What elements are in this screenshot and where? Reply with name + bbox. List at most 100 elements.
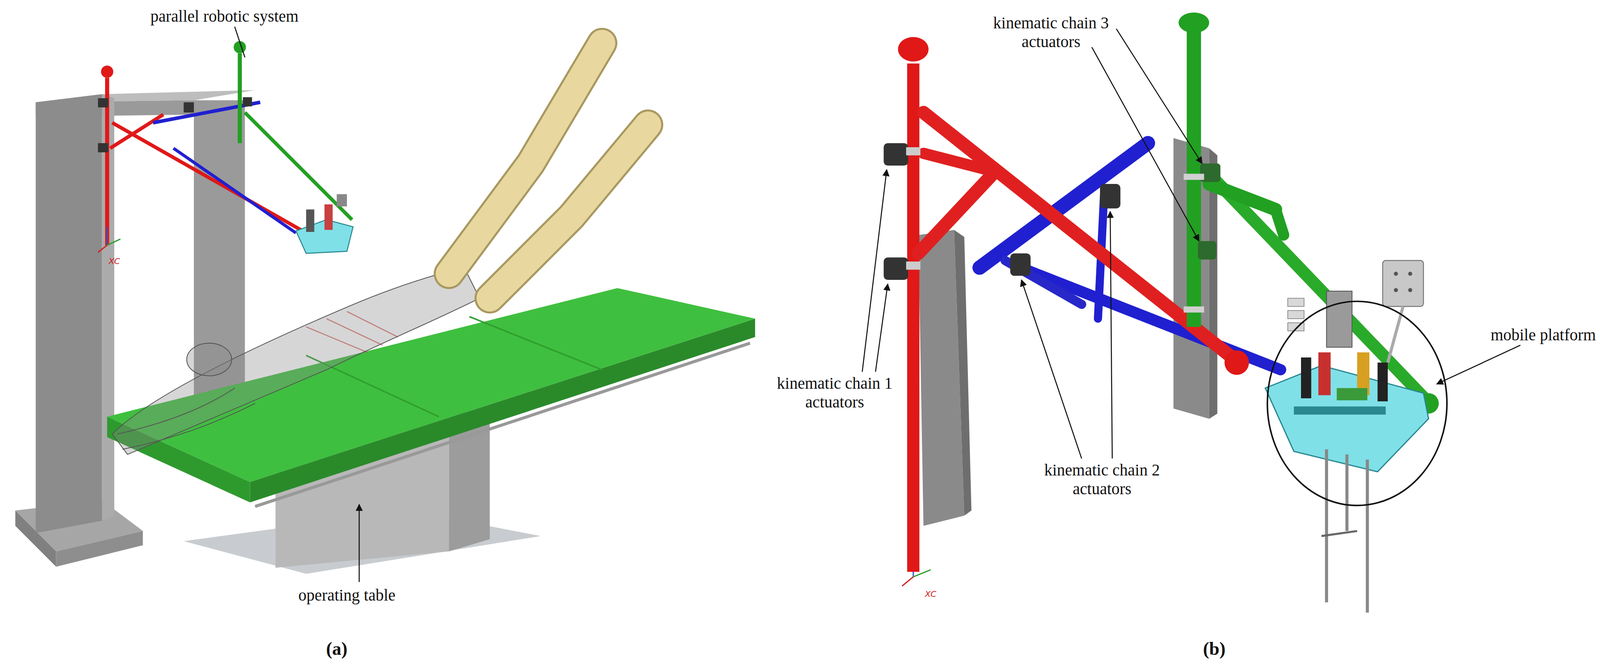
leader-line xyxy=(358,504,360,582)
robot-small xyxy=(183,102,194,113)
robot-small xyxy=(173,148,297,233)
figure-label-wrap: operating table xyxy=(298,585,396,605)
support-pillar xyxy=(15,90,256,567)
kinematic-chain-1 xyxy=(1224,350,1249,375)
robot-small xyxy=(97,98,109,108)
robot-small xyxy=(306,209,315,232)
support-pillar xyxy=(35,94,103,533)
mobile-platform xyxy=(1321,530,1358,536)
axis-label: XC xyxy=(924,589,937,599)
mobile-platform xyxy=(1336,387,1368,400)
kinematic-chain-1 xyxy=(906,63,920,572)
callout-label: kinematic chain 3 actuators xyxy=(975,13,1126,52)
leader-line xyxy=(1091,47,1199,242)
mobile-platform xyxy=(1293,406,1386,415)
mobile-platform xyxy=(1394,271,1399,277)
mobile-platform xyxy=(1265,260,1447,613)
kinematic-chain-1 xyxy=(897,37,929,62)
axis-triad xyxy=(107,238,121,246)
mobile-platform xyxy=(1287,310,1304,319)
mobile-platform xyxy=(1345,454,1349,532)
operating-table xyxy=(469,316,603,370)
mobile-platform xyxy=(1382,260,1424,307)
actuator xyxy=(906,147,921,156)
figure-label: operating table xyxy=(298,585,396,605)
patient-model xyxy=(112,267,480,455)
patient-model xyxy=(306,311,398,353)
leader-line xyxy=(234,26,245,58)
mobile-platform xyxy=(1365,459,1369,613)
support-plate xyxy=(954,229,972,516)
patient-model xyxy=(122,403,256,450)
robot-small xyxy=(244,112,352,220)
mobile-platform xyxy=(1377,362,1388,402)
axis-triad xyxy=(97,245,108,253)
mobile-platform xyxy=(1326,291,1352,348)
figure-label-wrap: parallel robotic system xyxy=(150,7,299,26)
mobile-platform xyxy=(1394,288,1399,293)
robot-small xyxy=(324,204,333,230)
mobile-platform xyxy=(1287,298,1304,307)
support-pillar xyxy=(56,530,144,567)
mobile-platform xyxy=(1408,271,1413,277)
mobile-platform xyxy=(1267,301,1447,505)
patient-model xyxy=(117,387,235,434)
axis-triad xyxy=(901,576,914,586)
patient-model xyxy=(112,42,649,455)
axis-triad xyxy=(106,226,108,246)
leader-line xyxy=(1110,211,1113,459)
kinematic-chain-2 xyxy=(979,143,1281,370)
axis-label: XC xyxy=(108,256,120,267)
robot-small xyxy=(110,114,164,149)
actuator xyxy=(883,143,909,166)
axis-label-wrap: XC xyxy=(924,589,937,599)
callout-label-wrap: kinematic chain 1 actuators xyxy=(759,374,910,412)
callout-label: mobile platform xyxy=(1490,325,1596,345)
kinematic-chain-3 xyxy=(1178,12,1439,414)
figure-label: parallel robotic system xyxy=(150,7,299,26)
panel-label: (a) xyxy=(326,638,348,660)
actuator xyxy=(1183,173,1205,181)
leader-line xyxy=(862,169,887,372)
panel-label: (b) xyxy=(1203,638,1226,660)
kinematic-chain-2 xyxy=(979,143,1148,268)
kinematic-chain-1 xyxy=(923,153,995,172)
leader-line xyxy=(875,283,888,372)
panel-label-wrap: (b) xyxy=(1203,638,1226,660)
kinematic-chain-3 xyxy=(1209,173,1427,401)
leader-line xyxy=(1021,279,1082,459)
robot-small xyxy=(242,97,252,107)
actuator xyxy=(883,257,909,280)
leader-line xyxy=(1116,28,1203,164)
actuator xyxy=(1198,241,1217,260)
actuator xyxy=(883,143,1221,313)
patient-model xyxy=(186,343,232,376)
callout-label-wrap: mobile platform xyxy=(1490,325,1596,345)
robot-small xyxy=(100,65,114,78)
robot-small xyxy=(97,40,354,254)
kinematic-chain-3 xyxy=(1275,209,1284,235)
callout-label-wrap: kinematic chain 2 actuators xyxy=(1027,460,1178,499)
robot-small xyxy=(97,143,109,153)
mobile-platform xyxy=(1325,449,1329,603)
patient-model xyxy=(449,42,603,274)
callout-label-wrap: kinematic chain 3 actuators xyxy=(975,13,1126,52)
kinematic-chain-3 xyxy=(1178,12,1209,33)
actuator xyxy=(906,261,921,270)
actuator xyxy=(1183,306,1205,313)
mobile-platform xyxy=(1318,352,1331,396)
patient-model xyxy=(449,42,603,274)
callout-label: kinematic chain 1 actuators xyxy=(759,374,910,412)
kinematic-chain-3 xyxy=(1209,183,1276,210)
kinematic-chain-1 xyxy=(918,171,995,254)
leader-line xyxy=(1436,345,1521,385)
axis-triad xyxy=(97,226,931,586)
robot-small xyxy=(237,53,242,144)
actuator xyxy=(1010,253,1031,276)
panel-label-wrap: (a) xyxy=(326,638,348,660)
mobile-platform xyxy=(1408,288,1413,293)
callout-label: kinematic chain 2 actuators xyxy=(1027,460,1178,499)
mobile-platform xyxy=(1301,357,1312,399)
leader-line xyxy=(234,26,1521,582)
